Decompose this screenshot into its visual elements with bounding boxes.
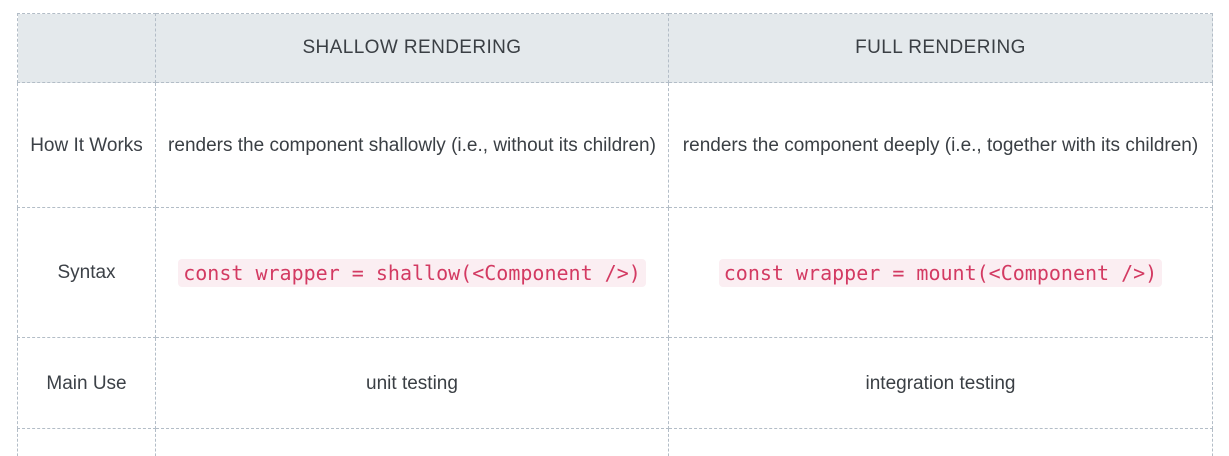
cell-speed-shallow: faster than full rendering xyxy=(155,428,669,456)
row-label-how-it-works: How It Works xyxy=(17,82,156,208)
cell-main-use-shallow: unit testing xyxy=(155,337,669,429)
table-row: How It Works renders the component shall… xyxy=(17,82,1213,208)
shallow-vs-full-rendering-table: SHALLOW RENDERING FULL RENDERING How It … xyxy=(17,13,1213,456)
row-label-syntax: Syntax xyxy=(17,207,156,338)
table-row: Syntax const wrapper = shallow(<Componen… xyxy=(17,207,1213,338)
cell-syntax-full: const wrapper = mount(<Component />) xyxy=(668,207,1213,338)
cell-text: unit testing xyxy=(366,372,458,394)
header-row: SHALLOW RENDERING FULL RENDERING xyxy=(17,13,1213,83)
table-corner-cell xyxy=(17,13,156,83)
row-label-speed: Speed xyxy=(17,428,156,456)
table-header: SHALLOW RENDERING FULL RENDERING xyxy=(17,13,1213,83)
cell-main-use-full: integration testing xyxy=(668,337,1213,429)
row-label-main-use: Main Use xyxy=(17,337,156,429)
code-snippet-shallow: const wrapper = shallow(<Component />) xyxy=(178,258,646,287)
cell-how-it-works-shallow: renders the component shallowly (i.e., w… xyxy=(155,82,669,208)
column-header-full-rendering: FULL RENDERING xyxy=(668,13,1213,83)
table-row: Speed faster than full rendering slower … xyxy=(17,428,1213,456)
cell-text: integration testing xyxy=(865,372,1016,394)
table-row: Main Use unit testing integration testin… xyxy=(17,337,1213,429)
code-snippet-full: const wrapper = mount(<Component />) xyxy=(718,258,1163,287)
table-body: How It Works renders the component shall… xyxy=(17,82,1213,456)
cell-text: renders the component deeply (i.e., toge… xyxy=(682,134,1199,156)
cell-speed-full: slower than shallow rendering xyxy=(668,428,1213,456)
cell-text: renders the component shallowly (i.e., w… xyxy=(168,134,656,156)
cell-how-it-works-full: renders the component deeply (i.e., toge… xyxy=(668,82,1213,208)
cell-syntax-shallow: const wrapper = shallow(<Component />) xyxy=(155,207,669,338)
column-header-shallow-rendering: SHALLOW RENDERING xyxy=(155,13,669,83)
